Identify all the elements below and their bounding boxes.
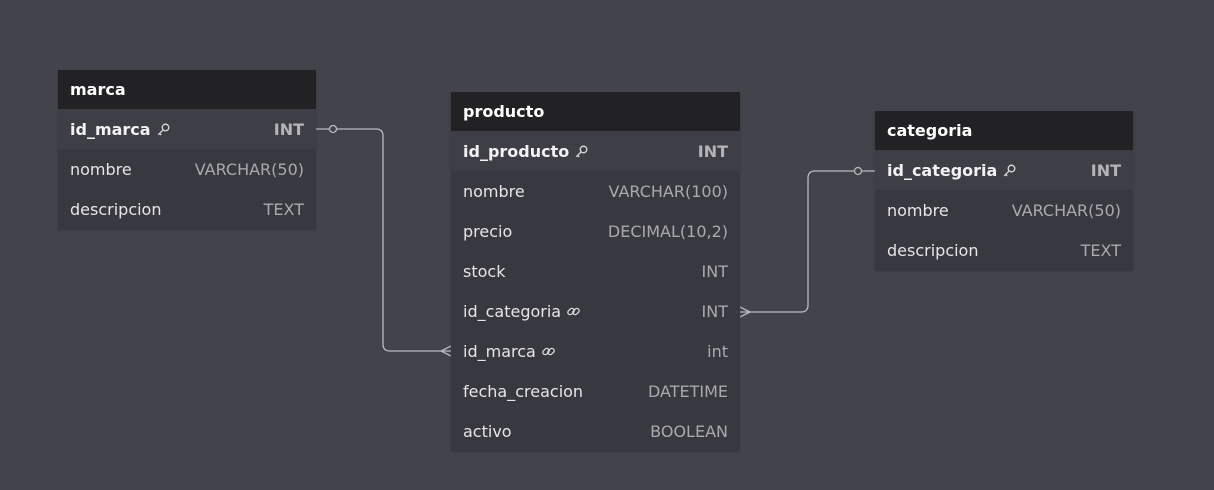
column-name: id_marca	[70, 120, 171, 139]
categoria-producto-link	[740, 170, 875, 313]
column-type: TEXT	[1080, 240, 1121, 260]
column-name-text: nombre	[887, 200, 949, 220]
many-end-marker	[439, 345, 452, 357]
table-categoria[interactable]: categoria id_categoria INT nombre VARCHAR(50…	[875, 111, 1133, 270]
key-icon	[574, 144, 589, 159]
table-title[interactable]: marca	[58, 70, 316, 109]
column-row-id_producto[interactable]: id_producto INT	[451, 131, 740, 171]
column-name: id_categoria	[463, 302, 581, 321]
column-name: nombre	[887, 201, 949, 220]
column-type: INT	[701, 301, 728, 321]
column-type: TEXT	[263, 199, 304, 219]
link-icon	[566, 304, 581, 319]
column-name: id_marca	[463, 342, 556, 361]
column-name-text: id_marca	[70, 119, 151, 139]
column-type: VARCHAR(100)	[608, 181, 728, 201]
column-type: int	[707, 341, 728, 361]
column-type: BOOLEAN	[650, 421, 728, 441]
column-name-text: precio	[463, 221, 513, 241]
column-type: INT	[697, 141, 728, 161]
column-type: VARCHAR(50)	[1011, 200, 1121, 220]
column-name: fecha_creacion	[463, 382, 583, 401]
column-type: INT	[273, 119, 304, 139]
table-marca[interactable]: marca id_marca INT nombre VARCHAR(50) descrip…	[58, 70, 316, 229]
column-name-text: id_producto	[463, 141, 570, 161]
column-name: nombre	[463, 182, 525, 201]
column-name: precio	[463, 222, 512, 241]
link-icon	[541, 344, 556, 359]
column-name: nombre	[70, 160, 132, 179]
column-name-text: id_marca	[463, 341, 536, 361]
column-type: DECIMAL(10,2)	[607, 221, 728, 241]
key-icon	[1002, 163, 1017, 178]
key-icon	[156, 122, 171, 137]
column-type: DATETIME	[647, 381, 728, 401]
column-name-text: id_categoria	[887, 160, 998, 180]
column-row-fecha_creacion[interactable]: fecha_creacion DATETIME	[451, 371, 740, 411]
column-type: INT	[1090, 160, 1121, 180]
column-name-text: stock	[463, 261, 506, 281]
column-row-nombre[interactable]: nombre VARCHAR(50)	[875, 190, 1133, 230]
column-type: VARCHAR(50)	[194, 159, 304, 179]
column-name-text: id_categoria	[463, 301, 562, 321]
column-name-text: descripcion	[887, 240, 979, 260]
column-name-text: nombre	[70, 159, 132, 179]
column-name: descripcion	[887, 241, 978, 260]
column-name: id_producto	[463, 142, 589, 161]
column-name: stock	[463, 262, 505, 281]
table-title[interactable]: categoria	[875, 111, 1133, 150]
one-end-marker	[328, 124, 338, 134]
column-name: activo	[463, 422, 512, 441]
column-row-stock[interactable]: stock INT	[451, 251, 740, 291]
column-row-id_categoria[interactable]: id_categoria INT	[875, 150, 1133, 190]
column-row-descripcion[interactable]: descripcion TEXT	[58, 189, 316, 229]
table-title[interactable]: producto	[451, 92, 740, 131]
column-row-descripcion[interactable]: descripcion TEXT	[875, 230, 1133, 270]
one-end-marker	[853, 166, 863, 176]
marca-producto-link	[316, 128, 451, 352]
column-name-text: activo	[463, 421, 512, 441]
column-name: descripcion	[70, 200, 161, 219]
column-row-activo[interactable]: activo BOOLEAN	[451, 411, 740, 451]
column-row-nombre[interactable]: nombre VARCHAR(100)	[451, 171, 740, 211]
column-row-nombre[interactable]: nombre VARCHAR(50)	[58, 149, 316, 189]
column-row-id_categoria[interactable]: id_categoria INT	[451, 291, 740, 331]
many-end-marker	[739, 306, 752, 318]
column-name-text: descripcion	[70, 199, 162, 219]
column-name-text: fecha_creacion	[463, 381, 584, 401]
column-row-id_marca[interactable]: id_marca INT	[58, 109, 316, 149]
column-row-id_marca[interactable]: id_marca int	[451, 331, 740, 371]
column-type: INT	[701, 261, 728, 281]
column-name: id_categoria	[887, 161, 1017, 180]
column-name-text: nombre	[463, 181, 525, 201]
column-row-precio[interactable]: precio DECIMAL(10,2)	[451, 211, 740, 251]
